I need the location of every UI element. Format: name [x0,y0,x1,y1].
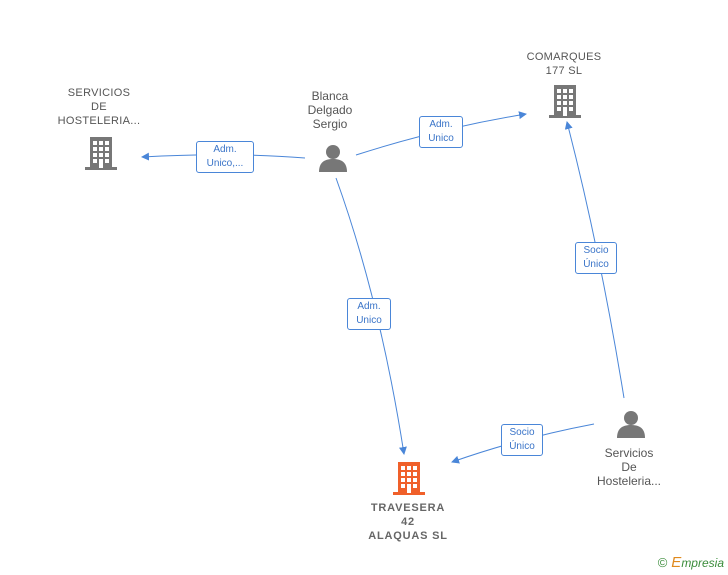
label-line: SERVICIOS [67,87,131,99]
label-line: Blanca [311,89,349,103]
label-line: 177 SL [545,65,583,77]
edge-label-blanca-to-servicios[interactable]: Adm. Unico,... [196,141,254,173]
label-line: Único [509,441,535,452]
label-line: Unico,... [206,158,244,169]
label-line: Único [583,259,609,270]
label-line: TRAVESERA [370,502,446,514]
node-label-servicios-hosteleria-company[interactable]: SERVICIOS DE HOSTELERIA... [49,86,149,128]
label-line: Sergio [312,117,348,131]
copyright-icon: © [657,555,668,570]
label-line: HOSTELERIA... [57,115,141,127]
label-line: Adm. [357,301,381,312]
label-line: Socio [509,427,535,438]
edge-label-servicios-to-comarques[interactable]: Socio Único [575,242,617,274]
node-label-servicios-hosteleria-person[interactable]: Servicios De Hosteleria... [584,446,674,488]
label-line: Unico [356,315,382,326]
person-icon[interactable] [319,145,347,172]
label-line: Delgado [307,103,353,117]
label-line: COMARQUES [526,51,602,63]
node-label-blanca-delgado-sergio[interactable]: Blanca Delgado Sergio [290,89,370,131]
label-line: Hosteleria... [596,474,662,488]
brand-initial: E [671,554,682,571]
empresia-watermark: ©Empresia [658,554,724,571]
label-line: ALAQUAS SL [368,530,448,542]
label-line: DE [91,101,107,113]
label-line: Unico [428,133,454,144]
brand-logo: Empresia [671,554,724,571]
building-icon[interactable] [85,137,117,170]
node-label-travesera-42-alaquas-sl[interactable]: TRAVESERA 42 ALAQUAS SL [348,501,468,543]
edge-label-servicios-to-travesera[interactable]: Socio Único [501,424,543,456]
person-icon[interactable] [617,411,645,438]
edge-label-blanca-to-comarques[interactable]: Adm. Unico [419,116,463,148]
label-line: Socio [583,245,609,256]
label-line: Servicios [604,446,654,460]
node-label-comarques-177-sl[interactable]: COMARQUES 177 SL [514,50,614,78]
brand-rest: mpresia [681,556,724,570]
building-icon[interactable] [549,85,581,118]
label-line: 42 [401,516,415,528]
label-line: Adm. [429,119,453,130]
label-line: De [621,460,637,474]
edge-label-blanca-to-travesera[interactable]: Adm. Unico [347,298,391,330]
building-icon-main[interactable] [393,462,425,495]
label-line: Adm. [213,144,237,155]
